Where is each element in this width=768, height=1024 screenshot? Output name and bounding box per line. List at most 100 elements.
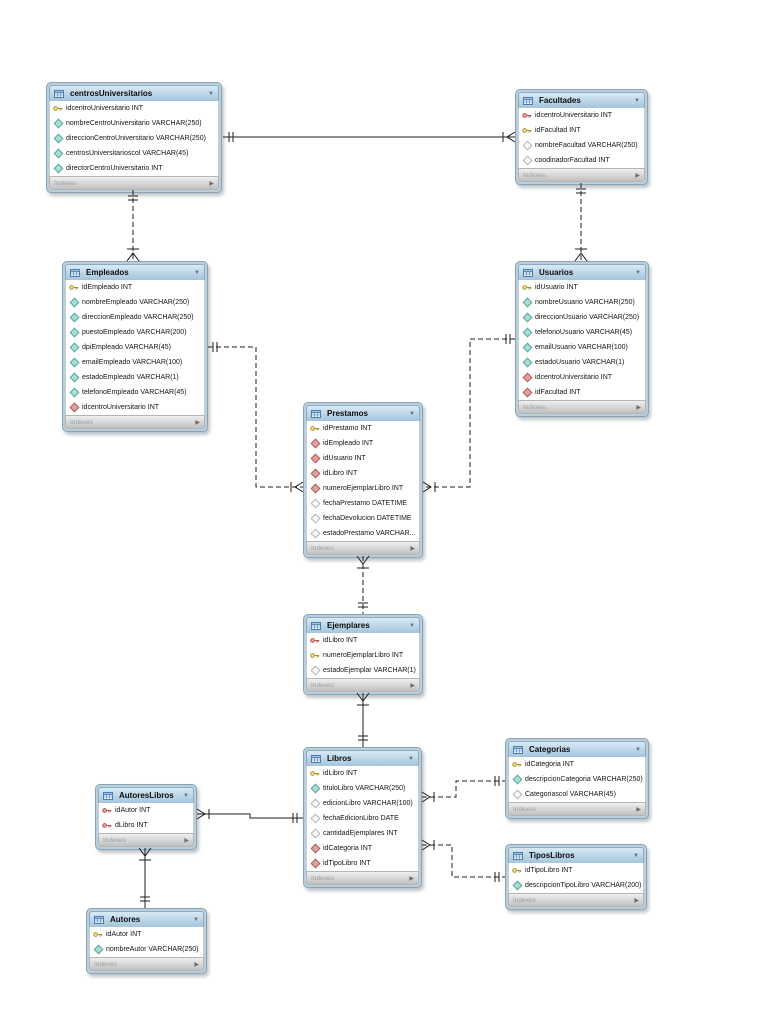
field-row[interactable]: estadoEjemplar VARCHAR(1)	[307, 663, 419, 678]
field-row[interactable]: descripcionCategoria VARCHAR(250)	[509, 772, 645, 787]
table-Empleados[interactable]: Empleados ▼ idEmpleado INT nombreEmplead…	[62, 261, 208, 432]
field-row[interactable]: idcentroUniversitario INT	[50, 101, 218, 116]
field-row[interactable]: telefonoUsuario VARCHAR(45)	[519, 325, 645, 340]
table-Autores[interactable]: Autores ▼ idAutor INT nombreAutor VARCHA…	[86, 908, 207, 974]
field-row[interactable]: nombreEmpleado VARCHAR(250)	[66, 295, 204, 310]
field-row[interactable]: fechaDevolucion DATETIME	[307, 511, 419, 526]
table-header[interactable]: Usuarios ▼	[518, 264, 646, 280]
field-row[interactable]: telefonoEmpleado VARCHAR(45)	[66, 385, 204, 400]
field-row[interactable]: idPrestamo INT	[307, 421, 419, 436]
field-row[interactable]: idCategoria INT	[509, 757, 645, 772]
collapse-arrow-icon[interactable]: ▼	[409, 622, 415, 629]
collapse-arrow-icon[interactable]: ▼	[634, 97, 640, 104]
field-row[interactable]: emailEmpleado VARCHAR(100)	[66, 355, 204, 370]
collapse-arrow-icon[interactable]: ▼	[208, 90, 214, 97]
field-row[interactable]: dLibro INT	[99, 818, 193, 833]
relationship-Ejemplares-Prestamos[interactable]	[356, 555, 370, 614]
collapse-arrow-icon[interactable]: ▼	[635, 269, 641, 276]
table-header[interactable]: Empleados ▼	[65, 264, 205, 280]
field-row[interactable]: direccionUsuario VARCHAR(250)	[519, 310, 645, 325]
relationship-centrosUniversitarios-Facultades[interactable]	[223, 131, 516, 143]
relationship-Autores-AutoresLibros[interactable]	[138, 847, 152, 908]
collapse-arrow-icon[interactable]: ▼	[635, 746, 641, 753]
field-row[interactable]: directorCentroUniversitario INT	[50, 161, 218, 176]
field-row[interactable]: descripcionTipoLibro VARCHAR(200)	[509, 878, 643, 893]
field-row[interactable]: idLibro INT	[307, 466, 419, 481]
expand-arrow-icon[interactable]: ▶	[184, 837, 189, 844]
expand-arrow-icon[interactable]: ▶	[410, 545, 415, 552]
table-header[interactable]: centrosUniversitarios ▼	[49, 85, 219, 101]
field-row[interactable]: idLibro INT	[307, 766, 418, 781]
field-row[interactable]: estadoPrestamo VARCHAR...	[307, 526, 419, 541]
field-row[interactable]: nombreAutor VARCHAR(250)	[90, 942, 203, 957]
field-row[interactable]: dpiEmpleado VARCHAR(45)	[66, 340, 204, 355]
table-footer[interactable]: Indexes▶	[306, 871, 419, 885]
relationship-centrosUniversitarios-Empleados[interactable]	[126, 190, 140, 262]
field-row[interactable]: coodinadorFacultad INT	[519, 153, 644, 168]
field-row[interactable]: numeroEjemplarLibro INT	[307, 648, 419, 663]
relationship-Libros-Ejemplares[interactable]	[356, 692, 370, 747]
relationship-Categorias-Libros[interactable]	[421, 776, 505, 803]
expand-arrow-icon[interactable]: ▶	[634, 897, 639, 904]
table-footer[interactable]: Indexes▶	[65, 415, 205, 429]
field-row[interactable]: idAutor INT	[99, 803, 193, 818]
field-row[interactable]: idUsuario INT	[307, 451, 419, 466]
table-footer[interactable]: Indexes▶	[306, 678, 420, 692]
field-row[interactable]: nombreUsuario VARCHAR(250)	[519, 295, 645, 310]
table-Prestamos[interactable]: Prestamos ▼ idPrestamo INT idEmpleado IN…	[303, 402, 423, 558]
table-footer[interactable]: Indexes▶	[306, 541, 420, 555]
table-footer[interactable]: Indexes▶	[508, 893, 644, 907]
table-Libros[interactable]: Libros ▼ idLibro INT tituloLibro VARCHAR…	[303, 747, 422, 888]
field-row[interactable]: estadoEmpleado VARCHAR(1)	[66, 370, 204, 385]
collapse-arrow-icon[interactable]: ▼	[408, 755, 414, 762]
field-row[interactable]: idcentroUniversitario INT	[66, 400, 204, 415]
table-footer[interactable]: Indexes▶	[518, 400, 646, 414]
expand-arrow-icon[interactable]: ▶	[410, 682, 415, 689]
table-header[interactable]: TiposLibros ▼	[508, 847, 644, 863]
field-row[interactable]: direccionCentroUniversitario VARCHAR(250…	[50, 131, 218, 146]
field-row[interactable]: fechaPrestamo DATETIME	[307, 496, 419, 511]
table-centrosUniversitarios[interactable]: centrosUniversitarios ▼ idcentroUniversi…	[46, 82, 222, 193]
table-Categorias[interactable]: Categorias ▼ idCategoria INT descripcion…	[505, 738, 649, 819]
relationship-Libros-AutoresLibros[interactable]	[196, 808, 303, 823]
field-row[interactable]: puestoEmpleado VARCHAR(200)	[66, 325, 204, 340]
field-row[interactable]: cantidadEjemplares INT	[307, 826, 418, 841]
field-row[interactable]: idEmpleado INT	[66, 280, 204, 295]
table-header[interactable]: Autores ▼	[89, 911, 204, 927]
collapse-arrow-icon[interactable]: ▼	[193, 916, 199, 923]
relationship-TiposLibros-Libros[interactable]	[421, 839, 505, 882]
table-Facultades[interactable]: Facultades ▼ idcentroUniversitario INT i…	[515, 89, 648, 185]
field-row[interactable]: idCategoria INT	[307, 841, 418, 856]
expand-arrow-icon[interactable]: ▶	[636, 404, 641, 411]
table-Ejemplares[interactable]: Ejemplares ▼ idLibro INT numeroEjemplarL…	[303, 614, 423, 695]
table-header[interactable]: Ejemplares ▼	[306, 617, 420, 633]
relationship-Facultades-Usuarios[interactable]	[574, 183, 588, 262]
field-row[interactable]: emailUsuario VARCHAR(100)	[519, 340, 645, 355]
field-row[interactable]: tituloLibro VARCHAR(250)	[307, 781, 418, 796]
table-header[interactable]: Libros ▼	[306, 750, 419, 766]
collapse-arrow-icon[interactable]: ▼	[409, 410, 415, 417]
field-row[interactable]: idFacultad INT	[519, 123, 644, 138]
field-row[interactable]: idcentroUniversitario INT	[519, 108, 644, 123]
field-row[interactable]: direccionEmpleado VARCHAR(250)	[66, 310, 204, 325]
table-header[interactable]: Prestamos ▼	[306, 405, 420, 421]
table-AutoresLibros[interactable]: AutoresLibros ▼ idAutor INT dLibro INT I…	[95, 784, 197, 850]
relationship-Usuarios-Prestamos[interactable]	[422, 334, 515, 493]
field-row[interactable]: numeroEjemplarLibro INT	[307, 481, 419, 496]
table-Usuarios[interactable]: Usuarios ▼ idUsuario INT nombreUsuario V…	[515, 261, 649, 417]
field-row[interactable]: fechaEdicionLibro DATE	[307, 811, 418, 826]
field-row[interactable]: idAutor INT	[90, 927, 203, 942]
field-row[interactable]: nombreCentroUniversitario VARCHAR(250)	[50, 116, 218, 131]
field-row[interactable]: edicionLibro VARCHAR(100)	[307, 796, 418, 811]
collapse-arrow-icon[interactable]: ▼	[633, 852, 639, 859]
collapse-arrow-icon[interactable]: ▼	[194, 269, 200, 276]
field-row[interactable]: idLibro INT	[307, 633, 419, 648]
field-row[interactable]: centrosUniversitarioscol VARCHAR(45)	[50, 146, 218, 161]
expand-arrow-icon[interactable]: ▶	[635, 172, 640, 179]
table-header[interactable]: Facultades ▼	[518, 92, 645, 108]
field-row[interactable]: idTipoLibro INT	[509, 863, 643, 878]
table-footer[interactable]: Indexes▶	[518, 168, 645, 182]
field-row[interactable]: idUsuario INT	[519, 280, 645, 295]
field-row[interactable]: idcentroUniversitario INT	[519, 370, 645, 385]
field-row[interactable]: Categoriascol VARCHAR(45)	[509, 787, 645, 802]
